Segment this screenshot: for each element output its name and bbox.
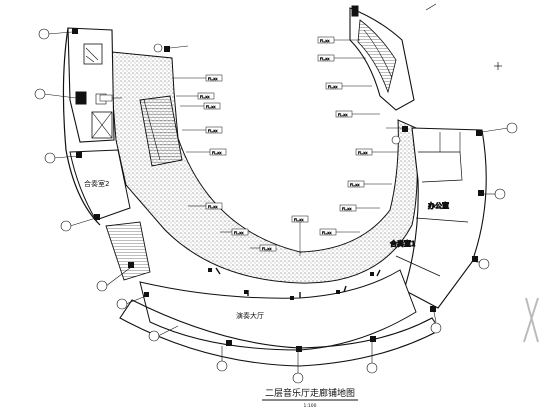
- svg-text:FL.xx: FL.xx: [234, 231, 244, 235]
- structural-columns: [72, 28, 484, 352]
- tag-7: FL.xx: [220, 228, 249, 236]
- tag-10: FL.xx: [319, 228, 360, 236]
- svg-text:FL.xx: FL.xx: [350, 183, 360, 187]
- rehearsal-room-1-label: 合奏室1: [390, 239, 415, 248]
- drawing-scale: 1:100: [304, 403, 317, 409]
- tag-1: FL.xx: [172, 74, 223, 82]
- left-stair: [105, 95, 183, 281]
- tag-17: FL.xx: [317, 36, 360, 44]
- tag-9: FL.xx: [291, 215, 309, 256]
- tag-18: [99, 94, 122, 102]
- tag-4: FL.xx: [182, 126, 223, 134]
- rehearsal-room-2-label: 合奏室2: [84, 179, 109, 188]
- svg-text:FL.xx: FL.xx: [294, 218, 304, 222]
- right-room-block: 办公室 合奏室1: [390, 127, 487, 309]
- tag-2: FL.xx: [176, 92, 215, 100]
- scale-cross: [523, 297, 539, 343]
- rehearsal-room-2: 合奏室2: [69, 149, 131, 221]
- tag-6: FL.xx: [188, 202, 223, 210]
- performance-hall-label: 演奏大厅: [236, 311, 264, 320]
- tag-16: FL.xx: [317, 54, 366, 62]
- hall-wall-ticks: [215, 267, 381, 298]
- svg-text:FL.xx: FL.xx: [262, 247, 272, 251]
- svg-text:FL.xx: FL.xx: [206, 105, 216, 109]
- svg-text:FL.xx: FL.xx: [200, 95, 210, 99]
- right-tower-block: [349, 5, 415, 111]
- tag-5: FL.xx: [186, 148, 227, 156]
- drawing-title: 二层音乐厅走廊铺地图: [265, 387, 355, 399]
- svg-text:FL.xx: FL.xx: [358, 151, 368, 155]
- svg-text:FL.xx: FL.xx: [320, 57, 330, 61]
- svg-text:FL.xx: FL.xx: [208, 129, 218, 133]
- office-label: 办公室: [428, 201, 449, 210]
- svg-text:FL.xx: FL.xx: [322, 231, 332, 235]
- svg-text:FL.xx: FL.xx: [212, 151, 222, 155]
- svg-text:FL.xx: FL.xx: [342, 207, 352, 211]
- tag-14: FL.xx: [335, 110, 380, 118]
- svg-text:FL.xx: FL.xx: [208, 205, 218, 209]
- svg-text:FL.xx: FL.xx: [320, 39, 330, 43]
- left-tower-block: [67, 27, 115, 143]
- drawing-title-block: 二层音乐厅走廊铺地图 1:100: [262, 387, 358, 409]
- tag-11: FL.xx: [339, 204, 380, 212]
- svg-text:FL.xx: FL.xx: [328, 85, 338, 89]
- tag-12: FL.xx: [347, 180, 392, 188]
- svg-text:FL.xx: FL.xx: [208, 77, 218, 81]
- svg-text:FL.xx: FL.xx: [338, 113, 348, 117]
- performance-hall: 演奏大厅: [119, 269, 441, 367]
- elevation-tags: FL.xx FL.xx FL.xx FL.xx FL.xx FL.xx FL.x…: [99, 36, 398, 256]
- tag-3: FL.xx: [180, 102, 221, 110]
- grid-axis-bubbles: [34, 28, 518, 384]
- tag-13: FL.xx: [355, 148, 398, 156]
- tag-15: FL.xx: [325, 82, 372, 90]
- tag-8: FL.xx: [250, 244, 277, 252]
- left-facade-wall: [62, 27, 101, 226]
- north-marker: [425, 3, 502, 70]
